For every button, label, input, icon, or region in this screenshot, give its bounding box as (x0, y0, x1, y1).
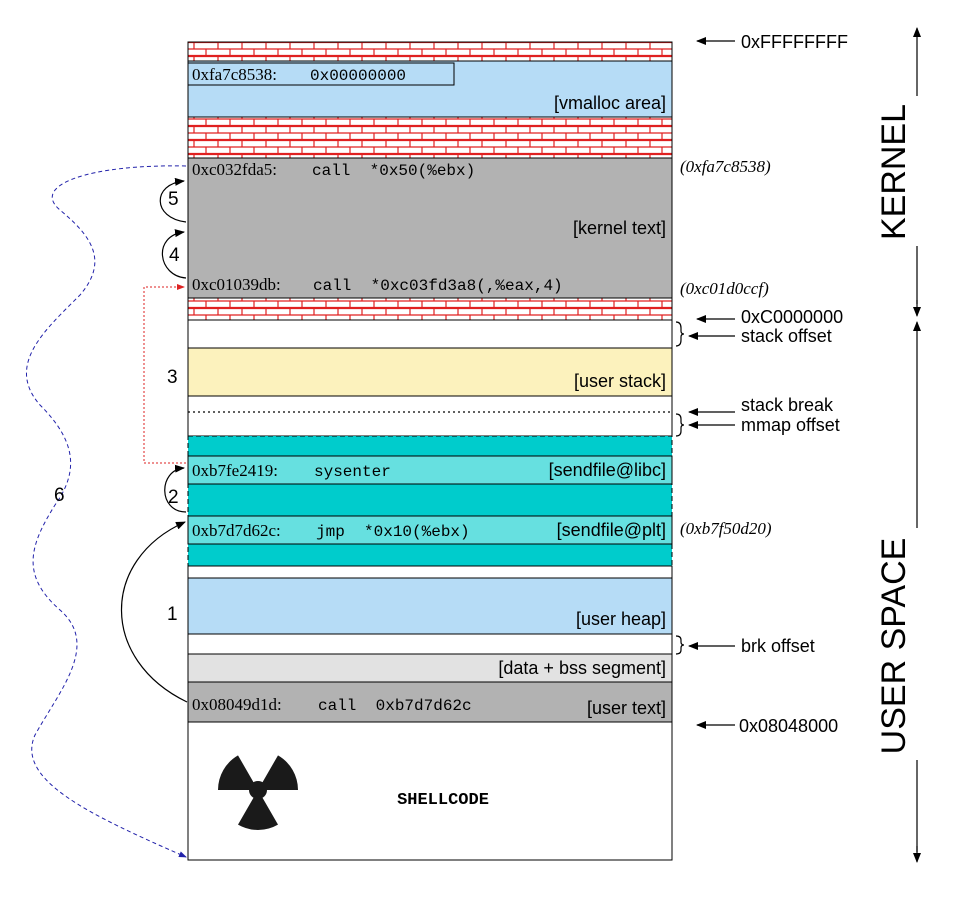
sendfile-plt-texts: 0xb7d7d62c: jmp *0x10(%ebx) [sendfile@pl… (192, 520, 666, 541)
kernel-base-label: 0xC0000000 (741, 307, 843, 327)
offset-braces (675, 321, 685, 655)
mmap-offset-label: mmap offset (741, 415, 840, 435)
sendfile-plt-row (187, 515, 673, 545)
shellcode-region (187, 721, 673, 861)
vmalloc-target-value: (0xfa7c8538) (680, 157, 771, 176)
memory-map (187, 41, 673, 861)
flow-arrow-2 (164, 464, 187, 513)
kernel-call1-address: 0xc032fda5: (192, 160, 277, 179)
data-bss-region (187, 653, 673, 683)
sendfile-libc-label: [sendfile@libc] (549, 460, 666, 480)
user-text-address: 0x08049d1d: (192, 695, 282, 714)
sendfile-plt-address: 0xb7d7d62c: (192, 521, 281, 540)
address-marker-labels: 0xFFFFFFFF 0xC0000000 stack offset stack… (739, 32, 848, 736)
brick-guard-bottom (187, 297, 673, 321)
user-text-region (187, 681, 673, 723)
kernel-text-label: [kernel text] (573, 218, 666, 238)
flow-arrow-3 (143, 284, 186, 464)
shellcode-label: SHELLCODE (397, 791, 489, 810)
user-text-code: call 0xb7d7d62c (318, 697, 472, 715)
brk-offset-label: brk offset (741, 636, 815, 656)
step-5: 5 (168, 189, 179, 210)
kernel-space-label: KERNEL (875, 104, 913, 240)
mmap-offset-gap (187, 395, 673, 437)
flow-arrow-1 (120, 521, 188, 703)
step-3: 3 (167, 367, 178, 388)
user-stack-label: [user stack] (574, 371, 666, 391)
kernel-call2-code: call *0xc03fd3a8(,%eax,4) (313, 277, 563, 295)
flow-arrow-6 (26, 165, 187, 858)
kernel-target-value: (0xc01d0ccf) (680, 279, 769, 298)
kernel-text-texts: 0xc032fda5: call *0x50(%ebx) [kernel tex… (192, 160, 666, 295)
kernel-text-region (187, 157, 673, 299)
vmalloc-value-box (187, 62, 455, 86)
step-6: 6 (54, 485, 65, 506)
step-1: 1 (167, 604, 178, 625)
vmalloc-area-region (187, 60, 673, 118)
vmalloc-address: 0xfa7c8538: (192, 65, 277, 84)
plt-target-value: (0xb7f50d20) (680, 519, 772, 538)
user-space-label: USER SPACE (875, 538, 913, 755)
kernel-call1-code: call *0x50(%ebx) (312, 162, 475, 180)
user-heap-region (187, 577, 673, 635)
sendfile-libc-texts: 0xb7fe2419: sysenter [sendfile@libc] (192, 460, 666, 481)
step-2: 2 (168, 487, 179, 508)
user-heap-label: [user heap] (576, 609, 666, 629)
vmalloc-area-label: [vmalloc area] (554, 93, 666, 113)
brk-offset-gap (187, 633, 673, 655)
user-text-texts: 0x08049d1d: call 0xb7d7d62c [user text] (192, 695, 666, 718)
radiation-icon (218, 755, 298, 830)
flow-arrow-5 (159, 177, 187, 223)
stack-offset-label: stack offset (741, 326, 832, 346)
brick-guard-middle (187, 116, 673, 159)
brick-guard-top (187, 41, 673, 62)
kernel-call2-address: 0xc01039db: (192, 275, 281, 294)
data-bss-label: [data + bss segment] (498, 658, 666, 678)
sendfile-plt-label: [sendfile@plt] (557, 520, 666, 540)
stack-break-label: stack break (741, 395, 834, 415)
user-text-label: [user text] (587, 698, 666, 718)
top-address-label: 0xFFFFFFFF (741, 32, 848, 52)
sendfile-libc-address: 0xb7fe2419: (192, 461, 278, 480)
sendfile-plt-code: jmp *0x10(%ebx) (316, 523, 470, 541)
step-numbers: 1 2 3 4 5 6 (54, 189, 180, 625)
sendfile-libc-row (187, 455, 673, 485)
step-4: 4 (169, 245, 180, 266)
heap-gap (187, 565, 673, 579)
flow-arrow-4 (161, 229, 187, 279)
stack-offset-gap (187, 319, 673, 349)
vmalloc-value: 0x00000000 (310, 67, 406, 85)
address-markers (688, 37, 735, 729)
sendfile-libc-code: sysenter (314, 463, 391, 481)
text-base-label: 0x08048000 (739, 716, 838, 736)
vmalloc-texts: 0xfa7c8538: 0x00000000 [vmalloc area] (192, 65, 666, 113)
